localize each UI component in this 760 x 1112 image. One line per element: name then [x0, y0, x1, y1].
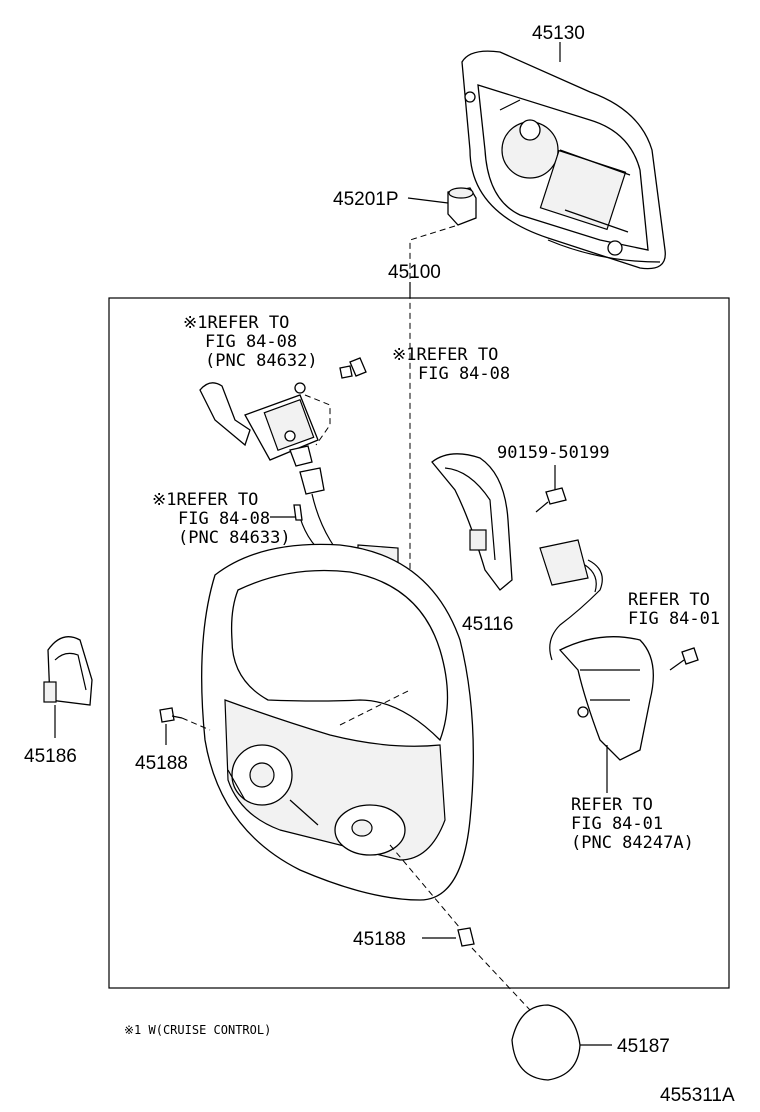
emblem-45187-illustration: [511, 1004, 581, 1081]
note1-line2: FIG 84-08: [205, 332, 297, 352]
note2-line1: ※1REFER TO: [392, 345, 498, 365]
cruise-switch-illustration: [199, 382, 319, 467]
note3-line1: ※1REFER TO: [152, 490, 258, 510]
part-number-90159-50199: 90159-50199: [497, 443, 610, 463]
note5-line1: REFER TO: [571, 795, 653, 815]
note1-line1: ※1REFER TO: [183, 313, 289, 333]
note4-line2: FIG 84-01: [628, 609, 720, 629]
note1-line3: (PNC 84632): [205, 351, 318, 371]
part-number-45130: 45130: [532, 23, 585, 44]
cover-45116-illustration: [431, 453, 513, 591]
figure-id: 455311A: [660, 1085, 735, 1106]
note5-line3: (PNC 84247A): [571, 833, 694, 853]
bolt-45188-bottom-illustration: [457, 927, 475, 947]
steering-switch-illustration: [539, 539, 654, 761]
nut-45201P-illustration: [447, 187, 477, 226]
bolt-45188-left-illustration: [159, 707, 183, 723]
part-number-45186-label: 45186: [24, 746, 77, 767]
note4-line1: REFER TO: [628, 590, 710, 610]
cover-45186-illustration: [43, 636, 93, 706]
note3-line2: FIG 84-08: [178, 509, 270, 529]
note3-line3: (PNC 84633): [178, 528, 291, 548]
note5-line2: FIG 84-01: [571, 814, 663, 834]
part-number-45188-left: 45188: [135, 753, 188, 774]
airbag-pad-illustration: [461, 50, 666, 270]
part-number-45187: 45187: [617, 1036, 670, 1057]
steering-wheel-illustration: [201, 543, 474, 901]
screw-illustration-1: [339, 357, 367, 379]
part-number-45100: 45100: [388, 262, 441, 283]
screw-illustration-2: [535, 487, 567, 513]
part-number-45116: 45116: [462, 614, 513, 635]
part-number-45201P: 45201P: [333, 189, 399, 210]
footnote: ※1 W(CRUISE CONTROL): [124, 1023, 271, 1037]
part-number-45188-bottom: 45188: [353, 929, 406, 950]
assembly-frame: [108, 297, 730, 989]
note2-line2: FIG 84-08: [418, 364, 510, 384]
screw-illustration-3: [669, 647, 699, 671]
